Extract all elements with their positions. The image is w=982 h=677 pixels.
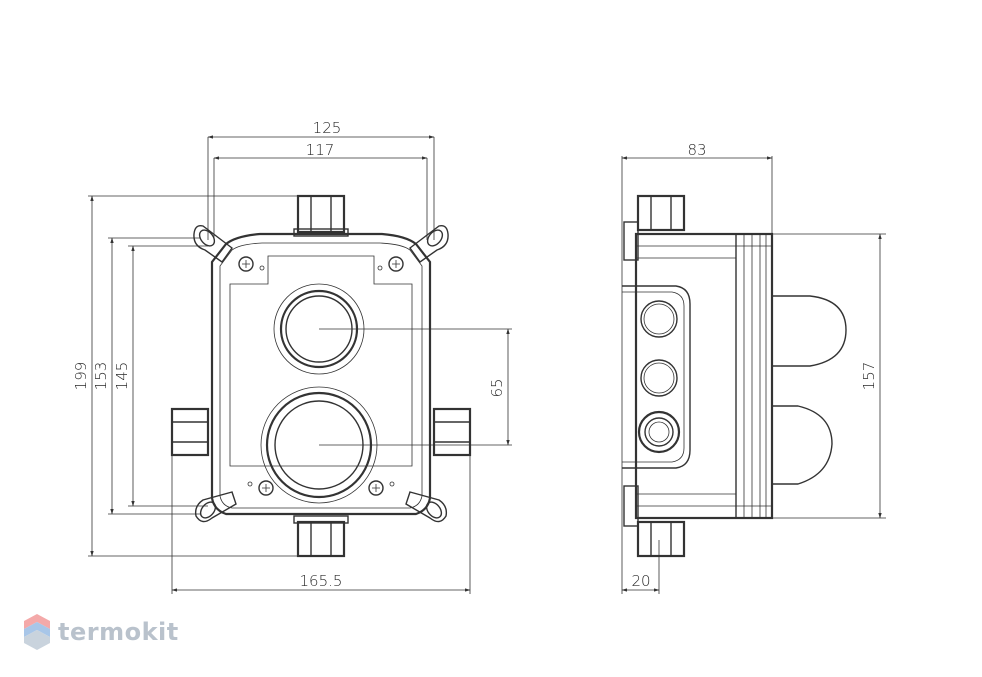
brand-name: termokit bbox=[58, 618, 179, 646]
dim-inner-width: 117 bbox=[306, 141, 335, 159]
dim-connection-width: 165.5 bbox=[300, 572, 343, 590]
top-nut bbox=[293, 194, 349, 237]
dim-overall-height: 199 bbox=[72, 362, 90, 391]
brand-watermark: termokit bbox=[22, 612, 179, 652]
side-top-nut bbox=[636, 194, 686, 232]
dim-offset: 20 bbox=[631, 572, 650, 590]
dim-overall-width: 125 bbox=[313, 119, 342, 137]
side-view: 83 157 20 bbox=[621, 141, 886, 594]
bottom-nut bbox=[293, 515, 349, 558]
front-view: 125 117 199 153 145 65 bbox=[72, 119, 512, 594]
front-dimensions: 125 117 199 153 145 65 bbox=[72, 119, 512, 594]
right-nut bbox=[432, 407, 472, 457]
side-bottom-nut bbox=[636, 520, 686, 558]
front-body bbox=[210, 232, 432, 516]
side-caps bbox=[771, 295, 847, 485]
dim-height-153: 153 bbox=[92, 362, 110, 391]
dim-depth: 83 bbox=[687, 141, 706, 159]
dim-side-height: 157 bbox=[860, 362, 878, 391]
hexagon-logo-icon bbox=[24, 614, 50, 650]
side-dimensions: 83 157 20 bbox=[621, 141, 886, 594]
left-nut bbox=[170, 407, 210, 457]
dim-height-145: 145 bbox=[113, 362, 131, 391]
side-body bbox=[622, 232, 774, 520]
dim-outlet-spacing: 65 bbox=[488, 378, 506, 397]
